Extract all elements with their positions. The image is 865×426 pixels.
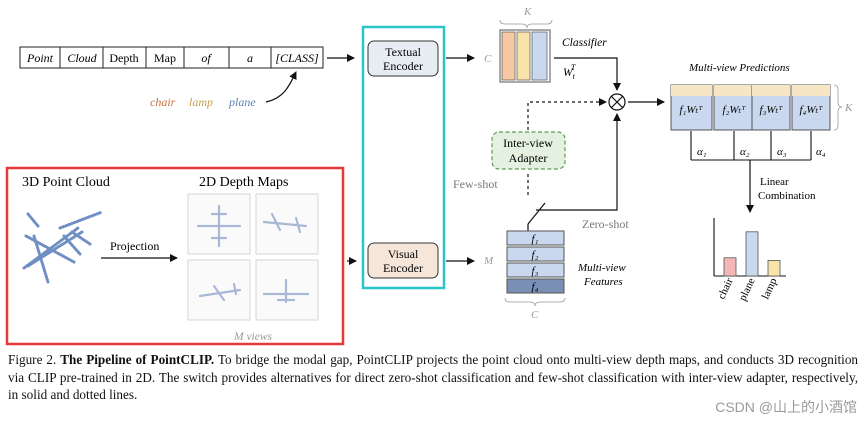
- caption-title: The Pipeline of PointCLIP.: [60, 352, 215, 367]
- dim-C-label: C: [484, 53, 492, 65]
- caption-body: To bridge the modal gap, PointCLIP proje…: [8, 352, 859, 402]
- feature-C-label: C: [531, 309, 539, 321]
- prediction-label: f₃Wₜᵀ: [759, 104, 783, 116]
- inter-view-adapter: [491, 131, 566, 170]
- bar-label-plane: plane: [737, 276, 758, 303]
- feature-row: [506, 262, 565, 278]
- prompt-token: a: [247, 51, 253, 65]
- prompt-template: Point Cloud Depth Map of a [CLASS]: [19, 46, 324, 69]
- clip-encoders-frame: [361, 25, 446, 290]
- projection-frame: [5, 166, 345, 346]
- prompt-token: [CLASS]: [275, 51, 319, 65]
- visual-encoder-label: Encoder: [383, 261, 423, 275]
- inter-view-adapter-label: Adapter: [509, 151, 548, 165]
- classifier-weights: [499, 29, 551, 83]
- prediction-label: f₄Wₜᵀ: [799, 104, 823, 116]
- watermark-text: CSDN @山上的小酒馆: [715, 399, 857, 415]
- prediction-label: f₁Wₜᵀ: [679, 104, 703, 116]
- prompt-token: Depth: [109, 51, 138, 65]
- m-views-label: M views: [233, 331, 273, 343]
- inter-view-adapter-label: Inter-view: [503, 136, 553, 150]
- projection-label: Projection: [110, 239, 159, 253]
- prompt-token: Map: [154, 51, 176, 65]
- feature-row: [506, 278, 565, 294]
- prediction-blocks: [670, 84, 831, 131]
- multiview-features-label: Multi-view: [577, 262, 626, 274]
- zero-shot-label: Zero-shot: [582, 217, 629, 231]
- prompt-token: Cloud: [67, 51, 97, 65]
- linear-combination-label: Combination: [758, 190, 816, 202]
- airplane-point-cloud: [22, 210, 104, 284]
- bar-label-lamp: lamp: [760, 276, 780, 301]
- alpha-label: α₁: [697, 146, 707, 158]
- classifier-label: Classifier: [562, 37, 607, 49]
- textual-encoder-label: Encoder: [383, 59, 423, 73]
- visual-encoder-label: Visual: [388, 247, 419, 261]
- feature-row: [506, 246, 565, 262]
- pred-K-label: K: [844, 102, 853, 114]
- prediction-bar-chair: [723, 257, 737, 277]
- feature-row: [506, 230, 565, 246]
- feature-label: f₁: [532, 233, 539, 245]
- prediction-bar-lamp: [767, 259, 781, 277]
- few-shot-label: Few-shot: [453, 177, 498, 191]
- linear-combination-label: Linear: [760, 176, 789, 188]
- prediction-bar-plane: [745, 231, 759, 277]
- prompt-token: Point: [26, 51, 54, 65]
- visual-encoder: [367, 242, 439, 279]
- feature-label: f₂: [532, 249, 539, 261]
- class-word-lamp: lamp: [189, 95, 213, 109]
- prompt-token: of: [201, 51, 212, 65]
- bar-label-chair: chair: [716, 276, 736, 301]
- multiview-features-label: Features: [583, 276, 623, 288]
- alpha-label: α₂: [740, 146, 750, 158]
- class-word-chair: chair: [150, 95, 176, 109]
- alpha-label: α₃: [777, 146, 787, 158]
- feature-label: f₃: [532, 265, 539, 277]
- caption-label: Figure 2.: [8, 352, 57, 367]
- depth-maps-title: 2D Depth Maps: [199, 175, 288, 190]
- wt-label: WtT: [563, 63, 576, 81]
- dim-K-label: K: [523, 6, 532, 18]
- prediction-label: f₂Wₜᵀ: [722, 104, 746, 116]
- depth-map-tiles: [187, 193, 319, 321]
- point-cloud-title: 3D Point Cloud: [22, 175, 110, 190]
- textual-encoder-label: Textual: [385, 45, 421, 59]
- pointclip-pipeline-diagram: Point Cloud Depth Map of a [CLASS] chair…: [5, 6, 853, 346]
- figure-caption: Figure 2. The Pipeline of PointCLIP. To …: [8, 351, 858, 404]
- dim-M-label: M: [483, 255, 494, 267]
- multiview-predictions-label: Multi-view Predictions: [688, 62, 790, 74]
- textual-encoder: [367, 40, 439, 77]
- path-switch: [527, 202, 546, 232]
- alpha-label: α₄: [816, 146, 826, 158]
- multiview-features: [506, 230, 565, 294]
- feature-label: f₄: [532, 281, 539, 293]
- class-word-plane: plane: [228, 95, 256, 109]
